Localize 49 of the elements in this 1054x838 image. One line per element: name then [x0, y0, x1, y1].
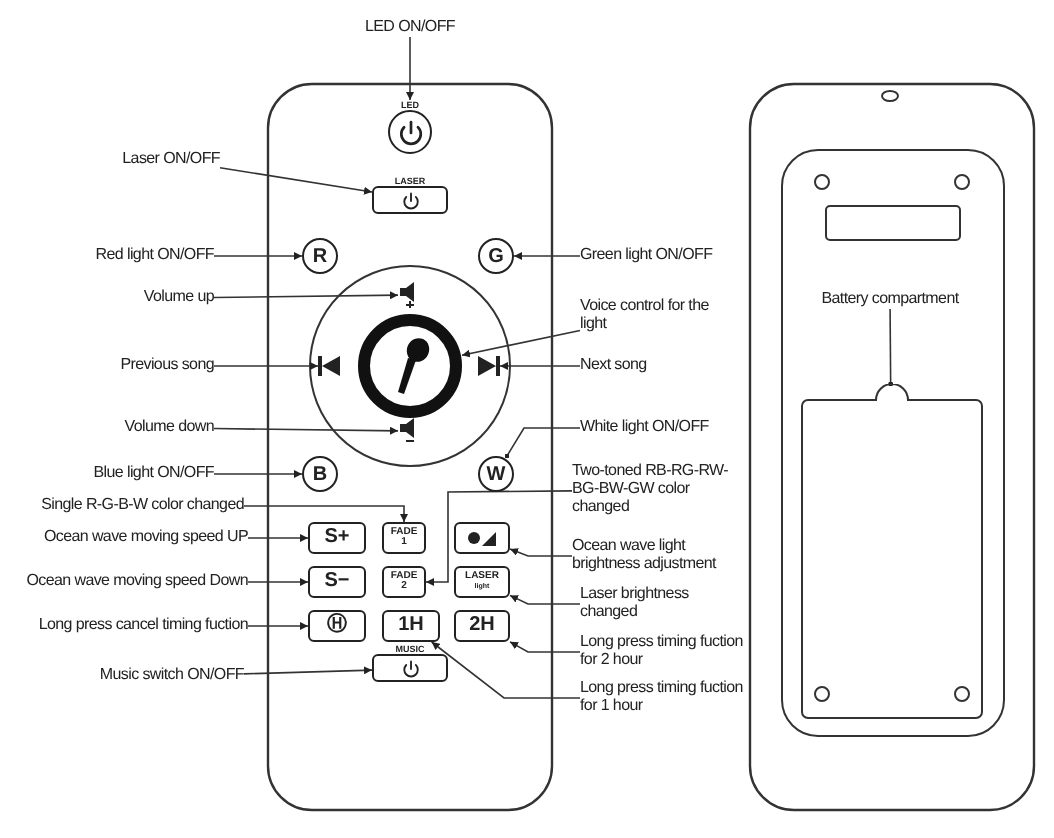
callout-label: Single R-G-B-W color changed [41, 497, 244, 515]
leader-line [213, 470, 303, 478]
leader-line [888, 308, 894, 387]
color-button: R [302, 238, 338, 274]
color-button: G [478, 238, 514, 274]
leader-line [509, 641, 581, 653]
remote-button: 2H [454, 610, 510, 642]
leader-line [513, 252, 581, 260]
callout-label: Long press cancel timing fuction [38, 617, 248, 635]
color-button: B [302, 456, 338, 492]
callout-label: Next song [580, 357, 647, 375]
callout-label: White light ON/OFF [580, 419, 709, 437]
callout-label: Music switch ON/OFF [99, 667, 244, 685]
leader-line [213, 362, 319, 370]
leader-line [243, 666, 373, 675]
leader-line [243, 505, 408, 523]
callout-label: LED ON/OFF [365, 19, 455, 37]
leader-line [213, 426, 399, 435]
leader-line [247, 534, 309, 542]
leader-line [504, 427, 581, 459]
leader-line [425, 490, 573, 586]
callout-label: Long press timing fuction for 1 hour [580, 680, 744, 716]
callout-label: Green light ON/OFF [580, 247, 713, 265]
callout-label: Ocean wave moving speed UP [43, 529, 248, 547]
remote-button: S+ [308, 522, 366, 554]
leader-line [430, 641, 581, 699]
battery-label: Battery compartment [821, 291, 959, 309]
callout-label: Laser ON/OFF [122, 151, 220, 169]
leader-line [219, 166, 373, 195]
callout-label: Blue light ON/OFF [93, 465, 214, 483]
callout-label: Ocean wave moving speed Down [26, 573, 248, 591]
leader-line [499, 362, 581, 370]
callout-label: Previous song [120, 357, 214, 375]
leader-line [213, 252, 303, 260]
leader-line [461, 329, 581, 358]
leader-line [213, 291, 399, 300]
callout-label: Red light ON/OFF [95, 247, 214, 265]
remote-button: Ⓗ [308, 610, 366, 642]
color-button: W [478, 456, 514, 492]
callout-label: Volume down [124, 419, 214, 437]
leader-line [247, 578, 309, 586]
leader-line [247, 622, 309, 630]
leader-line [406, 36, 414, 101]
leader-line [509, 594, 581, 605]
remote-button: S− [308, 566, 366, 598]
callout-label: Volume up [143, 289, 214, 307]
leader-line [509, 548, 573, 557]
remote-button: 1H [382, 610, 440, 642]
callout-label: Long press timing fuction for 2 hour [580, 634, 744, 670]
